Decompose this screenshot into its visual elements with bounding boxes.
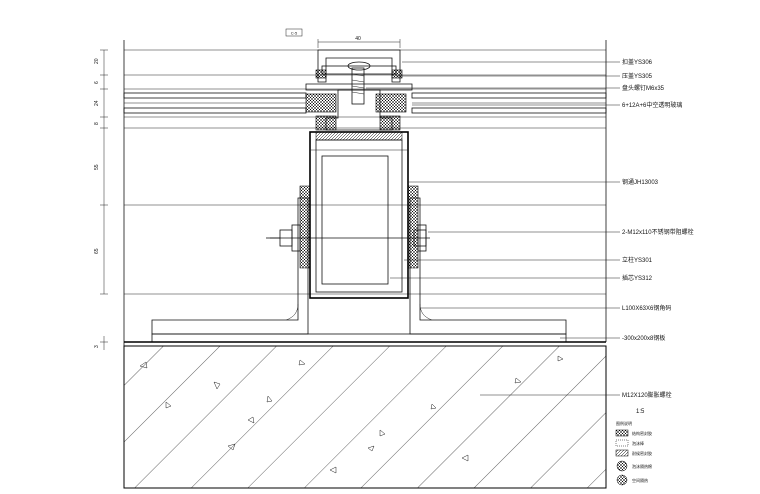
callout-angle-bracket: L100X63X6钢角码: [622, 304, 671, 312]
dim-label: 55: [94, 164, 100, 170]
legend-item-label: 耐候密封胶: [632, 450, 652, 456]
mullion-profile: [309, 89, 409, 299]
callout-labels: 扣盖YS306 压盖YS305 盘头螺钉M6x35 6+12A+6中空透明玻璃 …: [622, 58, 694, 399]
callout-steel-tube: 钢通JH13003: [622, 178, 659, 186]
legend-title: 图例说明: [616, 420, 632, 426]
drawing-tag: C-5: [285, 28, 303, 37]
drawing-tag-text: C-5: [291, 31, 298, 36]
callout-pressure-plate: 压盖YS305: [622, 72, 653, 80]
callout-screw: 盘头螺钉M6x35: [622, 84, 665, 92]
top-dimension-label: 40: [355, 36, 361, 42]
crosshatch-swatch-icon: [615, 429, 629, 437]
callout-cover-cap: 扣盖YS306: [622, 58, 653, 66]
legend-item-label: 结构密封胶: [632, 430, 652, 436]
callout-steel-plate: -300x200x8钢板: [622, 334, 665, 342]
callout-bolt: 2-M12x110不锈钢带阻螺栓: [622, 228, 694, 236]
screw-icon: [347, 61, 371, 105]
angle-bracket: [151, 197, 567, 335]
legend-item-label: 空间隔热: [632, 477, 648, 483]
callout-expansion-bolt: M12X120膨胀螺栓: [622, 391, 672, 399]
top-dimension: 40: [317, 36, 401, 48]
glass-gaskets: [305, 93, 407, 131]
concrete-slab: [123, 341, 607, 489]
scale-label: 1:5: [636, 409, 645, 415]
callout-glass: 6+12A+6中空透明玻璃: [622, 101, 682, 109]
dim-label: 65: [94, 248, 100, 254]
circle-hatch-icon: [616, 460, 628, 472]
dim-label: 6: [94, 81, 100, 84]
bolt-icon: [266, 224, 430, 252]
dim-label: 8: [94, 122, 100, 125]
glass-panels: [123, 92, 607, 114]
circle-hatch-icon: [616, 474, 628, 486]
cover-cap: [305, 49, 413, 91]
callout-insert-core: 插芯YS312: [622, 274, 653, 282]
legend-item-label: 泡沫隔热棉: [632, 463, 652, 469]
legend-item-label: 泡沫棒: [632, 440, 644, 446]
leader-lines: [366, 61, 620, 396]
dim-label: 3: [94, 345, 100, 348]
dim-label: 24: [94, 100, 100, 106]
base-plate: [151, 333, 567, 343]
diagonal-swatch-icon: [615, 449, 629, 457]
legend: 图例说明 结构密封胶 泡沫棒 耐候密封胶 泡沫隔热棉 空间隔热: [615, 420, 652, 486]
callout-mullion: 立柱YS301: [622, 256, 653, 264]
dotted-swatch-icon: [615, 439, 629, 447]
dim-label: 20: [94, 58, 100, 64]
left-dimension-chain: 20 6 24 8 55 65 3: [94, 49, 108, 350]
side-brackets: [299, 185, 419, 269]
